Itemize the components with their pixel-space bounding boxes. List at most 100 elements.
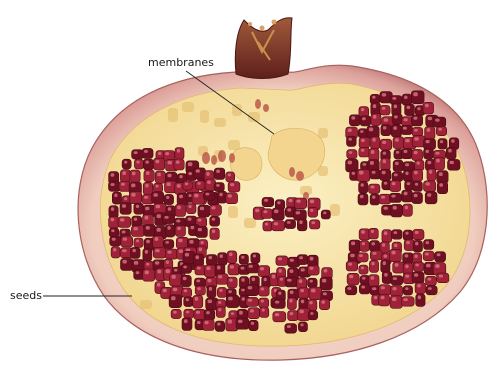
aril-highlight xyxy=(188,162,193,166)
aril-highlight xyxy=(369,128,373,132)
aril-highlight xyxy=(133,249,136,252)
aril-highlight xyxy=(299,256,303,259)
aril-seed xyxy=(258,266,270,277)
aril-highlight xyxy=(239,311,243,315)
aril-highlight xyxy=(157,214,161,218)
aril-seed xyxy=(144,170,154,182)
aril-seed xyxy=(249,320,258,330)
aril-highlight xyxy=(262,309,265,312)
aril-seed xyxy=(209,205,221,216)
aril-highlight xyxy=(428,117,432,120)
aril-seed xyxy=(358,193,368,205)
aril-highlight xyxy=(165,241,169,244)
aril-seed xyxy=(121,258,134,270)
aril-highlight xyxy=(205,321,209,324)
aril-highlight xyxy=(178,239,182,242)
aril-highlight xyxy=(425,253,429,256)
aril-highlight xyxy=(217,266,221,270)
aril-highlight xyxy=(372,287,376,290)
aril-highlight xyxy=(405,163,409,166)
aril-highlight xyxy=(155,237,159,241)
aril-highlight xyxy=(301,268,305,271)
aril-highlight xyxy=(183,277,187,280)
aril-highlight xyxy=(196,311,200,314)
aril-highlight xyxy=(218,308,221,311)
aril-highlight xyxy=(171,296,175,300)
aril-seed xyxy=(380,139,392,150)
aril-highlight xyxy=(299,310,304,314)
aril-seed xyxy=(401,297,414,307)
aril-highlight xyxy=(251,322,254,325)
aril-highlight xyxy=(382,107,386,110)
aril-highlight xyxy=(279,269,282,273)
aril-highlight xyxy=(287,208,291,211)
aril-highlight xyxy=(438,128,442,131)
aril-seed xyxy=(369,184,380,194)
aril-highlight xyxy=(196,169,200,172)
aril-highlight xyxy=(144,150,148,153)
aril-seed xyxy=(214,183,224,192)
aril-seed xyxy=(153,236,164,249)
aril-highlight xyxy=(261,287,265,290)
aril-seed xyxy=(448,159,461,170)
aril-highlight xyxy=(230,183,234,186)
aril-highlight xyxy=(216,184,220,187)
aril-highlight xyxy=(393,206,397,210)
pomegranate-crown xyxy=(235,18,292,79)
aril-seed xyxy=(297,255,308,265)
aril-highlight xyxy=(122,171,126,175)
aril-highlight xyxy=(179,250,184,253)
aril-highlight xyxy=(435,152,439,155)
aril-highlight xyxy=(371,262,374,266)
aril-seed xyxy=(183,251,195,263)
aril-highlight xyxy=(287,221,291,224)
aril-seed xyxy=(435,252,446,262)
aril-highlight xyxy=(414,194,418,197)
aril-seed xyxy=(349,115,360,126)
aril-highlight xyxy=(201,241,204,244)
aril-highlight xyxy=(211,206,215,209)
aril-highlight xyxy=(241,256,244,259)
aril-highlight xyxy=(395,263,399,266)
aril-highlight xyxy=(174,269,178,272)
aril-seed xyxy=(358,129,368,138)
aril-highlight xyxy=(372,252,376,255)
aril-seed xyxy=(389,193,401,202)
aril-highlight xyxy=(191,226,195,229)
aril-seed xyxy=(228,182,240,192)
aril-highlight xyxy=(414,171,418,175)
aril-seed xyxy=(392,172,403,181)
aril-highlight xyxy=(228,290,231,293)
aril-highlight xyxy=(417,284,421,287)
aril-seed xyxy=(182,288,192,297)
aril-seed xyxy=(134,203,144,214)
aril-highlight xyxy=(405,254,409,257)
aril-highlight xyxy=(166,196,169,199)
aril-seed xyxy=(359,137,370,148)
aril-highlight xyxy=(381,286,385,289)
aril-seed xyxy=(347,273,359,285)
aril-highlight xyxy=(396,151,399,154)
aril-seed xyxy=(273,312,286,322)
aril-seed xyxy=(297,219,307,231)
aril-seed xyxy=(263,221,273,231)
aril-highlight xyxy=(426,264,430,268)
aril-seed xyxy=(379,294,390,306)
aril-seed xyxy=(370,251,382,261)
aril-highlight xyxy=(134,218,138,221)
aril-highlight xyxy=(427,128,431,132)
aril-highlight xyxy=(231,312,234,315)
aril-highlight xyxy=(384,118,388,122)
aril-highlight xyxy=(173,311,177,314)
aril-highlight xyxy=(229,279,233,282)
aril-seed xyxy=(403,253,414,264)
aril-highlight xyxy=(405,206,408,210)
aril-highlight xyxy=(349,275,353,279)
aril-seed xyxy=(217,287,227,297)
aril-highlight xyxy=(134,261,138,265)
aril-seed xyxy=(294,198,306,209)
aril-highlight xyxy=(238,320,243,323)
aril-highlight xyxy=(362,117,366,120)
aril-seed xyxy=(143,269,155,281)
aril-highlight xyxy=(260,267,264,270)
